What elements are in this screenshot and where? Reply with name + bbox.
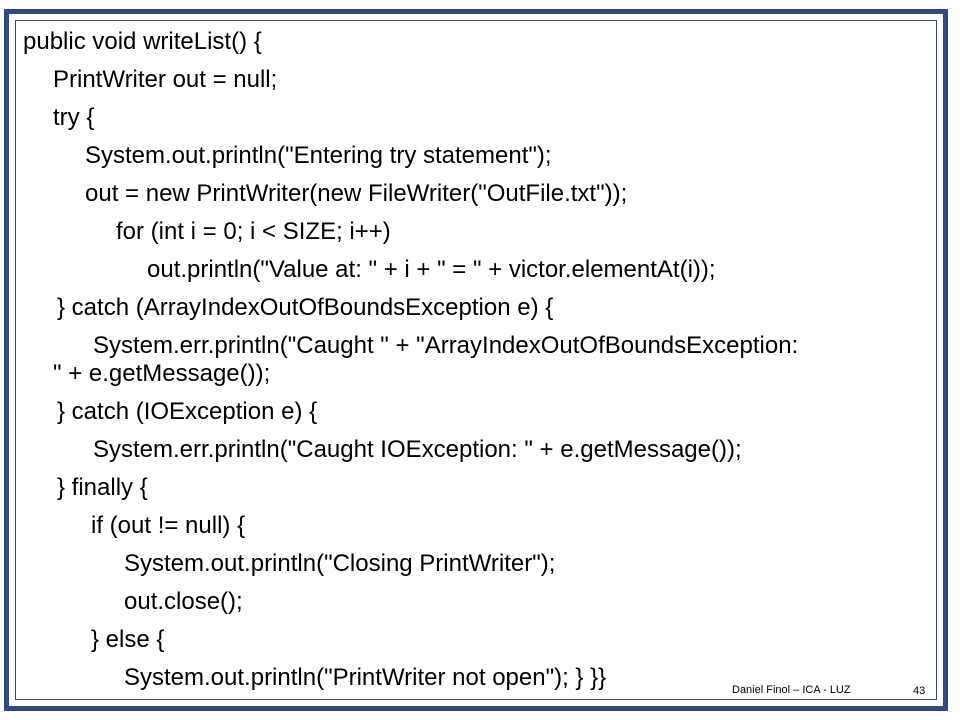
code-line-18: System.out.println("PrintWriter not open… — [124, 664, 607, 691]
code-line-11: } catch (IOException e) { — [57, 398, 318, 425]
slide-number: 43 — [913, 685, 926, 697]
code-line-10: " + e.getMessage()); — [53, 360, 271, 387]
code-line-5: out = new PrintWriter(new FileWriter("Ou… — [85, 180, 628, 207]
code-line-1: public void writeList() { — [23, 28, 262, 55]
code-line-12: System.err.println("Caught IOException: … — [93, 436, 742, 463]
code-line-9: System.err.println("Caught " + "ArrayInd… — [93, 332, 799, 359]
code-line-4: System.out.println("Entering try stateme… — [85, 142, 552, 169]
code-line-7: out.println("Value at: " + i + " = " + v… — [147, 256, 716, 283]
code-line-2: PrintWriter out = null; — [53, 66, 278, 93]
code-line-3: try { — [53, 104, 95, 131]
code-line-15: System.out.println("Closing PrintWriter"… — [124, 550, 556, 577]
code-line-8: } catch (ArrayIndexOutOfBoundsException … — [57, 294, 554, 321]
code-line-14: if (out != null) { — [91, 512, 246, 539]
code-line-16: out.close(); — [124, 588, 243, 615]
footer-author: Daniel Finol – ICA - LUZ — [732, 684, 851, 696]
code-line-17: } else { — [91, 626, 165, 653]
code-line-6: for (int i = 0; i < SIZE; i++) — [116, 218, 391, 245]
code-line-13: } finally { — [57, 474, 148, 501]
slide-inner-border — [15, 20, 937, 700]
